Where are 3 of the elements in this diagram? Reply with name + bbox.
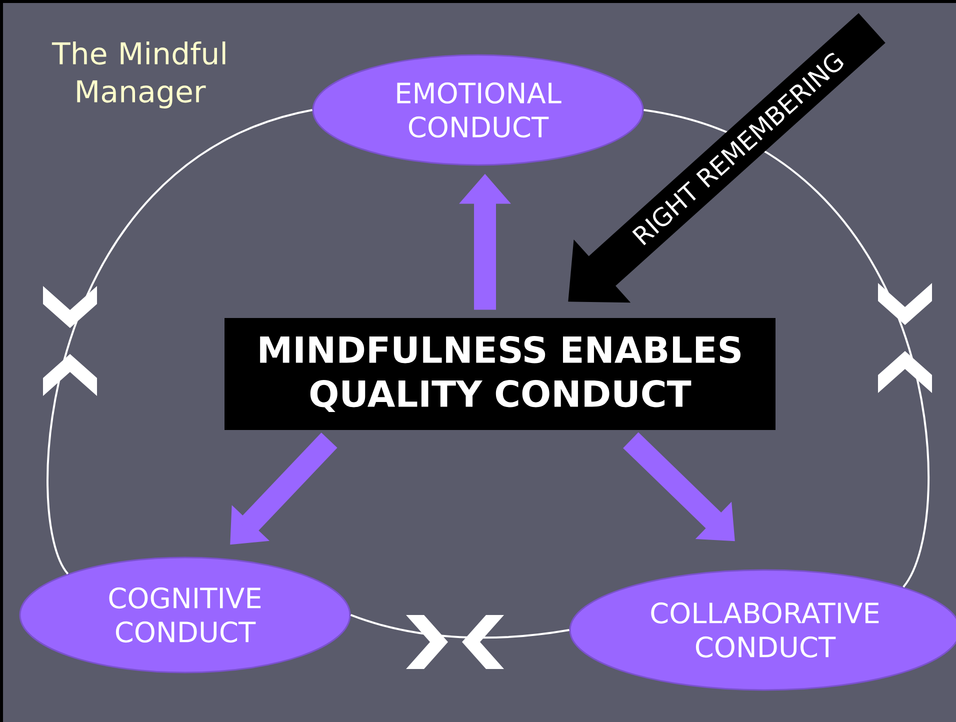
ellipse-arc (46, 109, 313, 574)
statement-box: MINDFULNESS ENABLES QUALITY CONDUCT (224, 318, 776, 430)
title: The Mindful Manager (52, 41, 226, 109)
